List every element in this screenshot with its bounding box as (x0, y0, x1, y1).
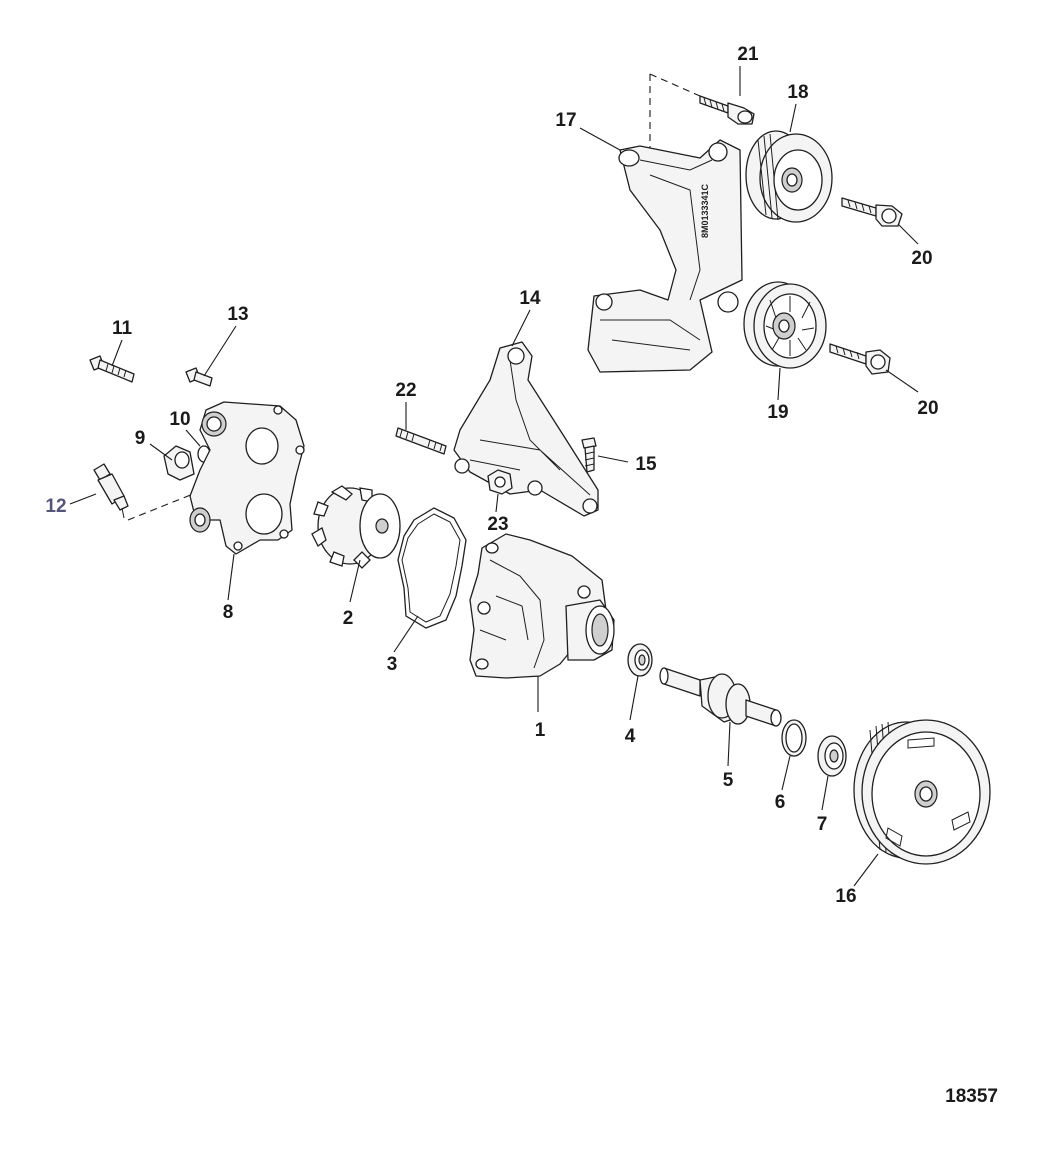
callout-18: 18 (787, 82, 808, 103)
leader-21-dashed (649, 73, 701, 160)
leader-20a (897, 223, 919, 245)
leader-6 (781, 755, 791, 791)
part-19-idler-pulley (743, 281, 827, 369)
callout-15: 15 (635, 454, 657, 475)
part-1-pump-housing (469, 533, 615, 679)
callout-23: 23 (487, 514, 508, 535)
leader-9 (149, 443, 173, 461)
part-21-bolt (699, 95, 755, 125)
leader-12 (69, 493, 97, 505)
leader-18 (789, 103, 797, 133)
leader-8 (227, 553, 235, 601)
leader-11 (111, 339, 123, 367)
part-3-gasket (397, 507, 467, 629)
figure-number: 18357 (945, 1086, 998, 1107)
leader-7 (821, 775, 829, 811)
part-14-bracket (453, 341, 599, 517)
leader-lines (69, 66, 919, 887)
leader-3 (393, 615, 419, 653)
bracket-stamp: 8M0133341C (700, 183, 710, 238)
part-6-o-ring (781, 719, 807, 757)
part-9-fitting (163, 445, 195, 481)
leader-2 (349, 559, 361, 603)
callout-10: 10 (169, 409, 190, 430)
callout-4: 4 (625, 726, 636, 747)
callout-6: 6 (775, 792, 786, 813)
callout-20-lower: 20 (917, 398, 938, 419)
callout-13: 13 (227, 304, 248, 325)
part-18-idler-pulley (745, 130, 833, 223)
callout-22: 22 (395, 380, 416, 401)
part-13-bolt (185, 367, 213, 387)
callout-16: 16 (835, 886, 856, 907)
part-16-drive-pulley (853, 719, 991, 865)
callout-21: 21 (737, 44, 759, 65)
callout-9: 9 (135, 428, 146, 449)
leader-19 (777, 367, 781, 401)
part-8-cover-plate (189, 401, 305, 555)
callout-7: 7 (817, 814, 828, 835)
callout-17: 17 (555, 110, 576, 131)
leader-14 (511, 309, 531, 347)
leader-20b (885, 369, 919, 393)
callout-8: 8 (223, 602, 234, 623)
part-20-bolt-upper (841, 197, 903, 227)
callout-19: 19 (767, 402, 788, 423)
leader-17 (579, 127, 621, 151)
leader-23 (495, 493, 499, 513)
part-12-sensor (93, 463, 129, 519)
callout-12: 12 (45, 496, 66, 517)
leader-12-dashed (127, 491, 199, 521)
part-5-shaft (659, 667, 782, 727)
leader-4 (629, 675, 639, 721)
part-17-bracket: 8M0133341C (587, 139, 743, 373)
callout-3: 3 (387, 654, 398, 675)
leader-13 (203, 325, 237, 377)
callout-5: 5 (723, 770, 734, 791)
callout-labels: 1 2 3 4 5 6 7 8 9 10 11 12 13 14 15 16 1… (45, 44, 938, 907)
part-11-bolt (89, 355, 135, 383)
callout-11: 11 (112, 318, 133, 339)
callout-14: 14 (519, 288, 541, 309)
leader-5 (727, 721, 731, 767)
part-23-nut (487, 469, 513, 495)
callout-1: 1 (535, 720, 546, 741)
leader-10 (185, 429, 201, 447)
part-15-bolt (581, 437, 597, 473)
leader-16 (853, 853, 879, 887)
callout-20-upper: 20 (911, 248, 932, 269)
part-20-bolt-lower (829, 343, 891, 375)
leader-15 (597, 455, 629, 463)
part-22-stud (395, 427, 447, 455)
part-7-seal (817, 735, 847, 777)
part-4-seal (627, 643, 653, 677)
callout-2: 2 (343, 608, 354, 629)
part-2-impeller (311, 485, 401, 569)
